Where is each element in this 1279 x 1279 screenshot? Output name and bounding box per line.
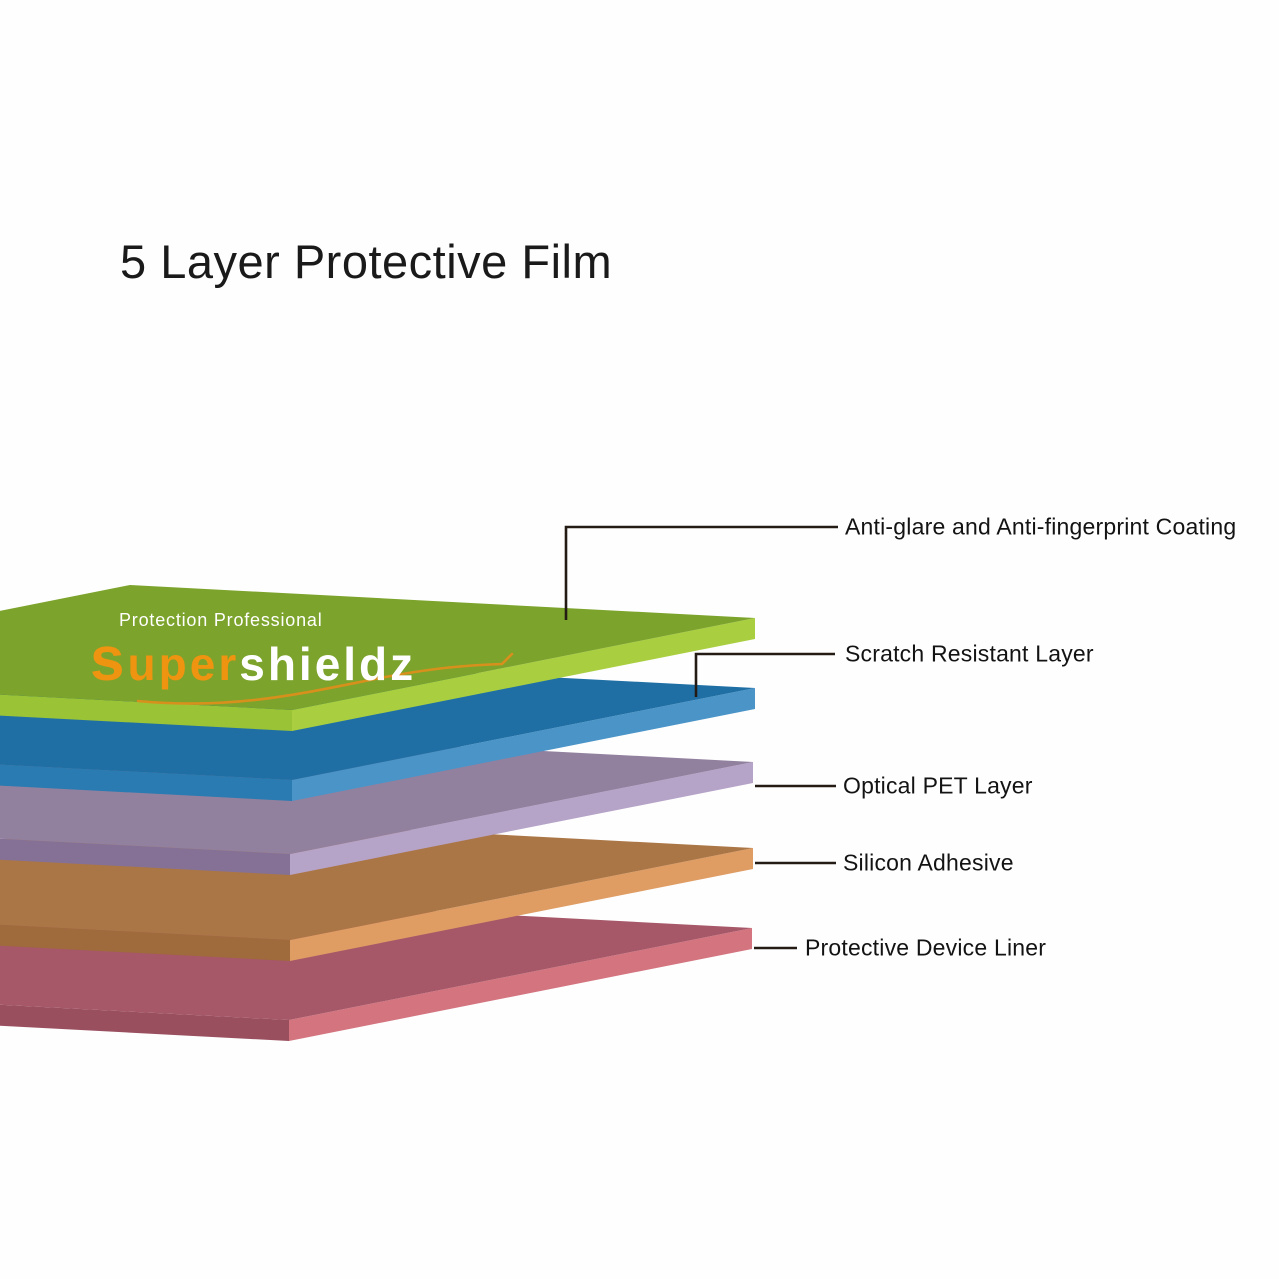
pet-layer-left-edge [0, 838, 290, 875]
logo-swoosh [136, 652, 514, 705]
antiglare-layer-left-edge [0, 694, 292, 731]
adhesive-layer-right-edge [290, 848, 753, 961]
scratch-layer-right-edge [292, 688, 755, 801]
label-silicon-adhesive: Silicon Adhesive [843, 849, 1014, 876]
brand-logo: supershieldz [90, 626, 416, 694]
callout-line-anti-glare [564, 525, 838, 620]
brand-logo-shieldz: shieldz [239, 638, 417, 690]
brand-logo-super: super [90, 625, 240, 694]
label-optical-pet: Optical PET Layer [843, 772, 1033, 799]
antiglare-layer-right-edge [292, 618, 755, 731]
logo-tagline: Protection Professional [119, 610, 323, 630]
pet-layer-right-edge [290, 762, 753, 875]
callout-line-scratch-resistant [694, 652, 835, 697]
page-title: 5 Layer Protective Film [120, 235, 613, 288]
label-device-liner: Protective Device Liner [805, 934, 1047, 961]
label-scratch-resistant: Scratch Resistant Layer [845, 640, 1094, 667]
adhesive-layer-left-edge [0, 924, 290, 961]
liner-layer-left-edge [0, 1004, 289, 1041]
scratch-layer-left-edge [0, 764, 292, 801]
label-anti-glare-coating: Anti-glare and Anti-fingerprint Coating [845, 513, 1237, 540]
liner-layer-right-edge [289, 928, 752, 1041]
